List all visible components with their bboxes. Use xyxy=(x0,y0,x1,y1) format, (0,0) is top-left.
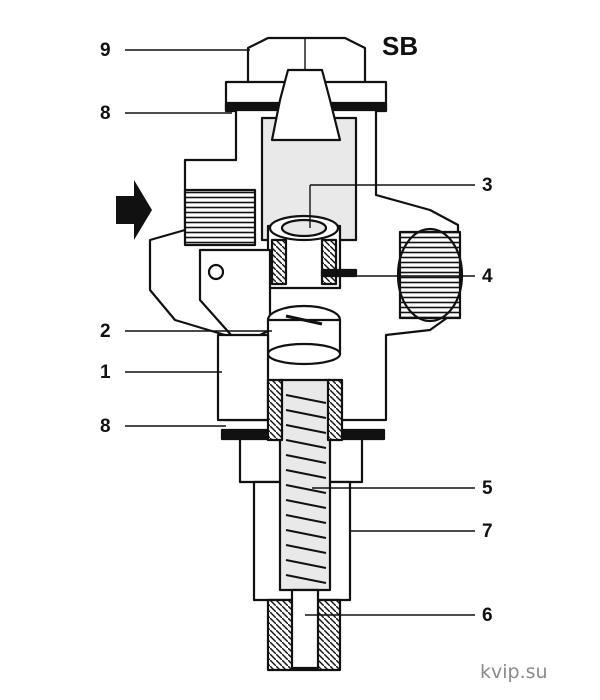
callout-4: 4 xyxy=(482,266,493,287)
inlet-thread xyxy=(183,188,257,247)
model-label: SB xyxy=(382,31,419,61)
callout-8-top: 8 xyxy=(100,103,111,124)
flow-direction-arrow-icon xyxy=(116,180,152,240)
lower-housing xyxy=(216,333,270,422)
spring xyxy=(285,394,327,584)
callout-8-bottom: 8 xyxy=(100,416,111,437)
outlet-thread xyxy=(398,230,462,320)
callout-1: 1 xyxy=(100,362,111,383)
spring-cavity xyxy=(278,378,332,592)
o-ring xyxy=(320,268,358,278)
callout-9: 9 xyxy=(100,40,111,61)
callout-3: 3 xyxy=(482,175,493,196)
watermark: kvip.su xyxy=(480,661,548,683)
callout-6: 6 xyxy=(482,605,493,626)
callout-7: 7 xyxy=(482,521,493,542)
callout-5: 5 xyxy=(482,478,493,499)
callout-2: 2 xyxy=(100,321,111,342)
